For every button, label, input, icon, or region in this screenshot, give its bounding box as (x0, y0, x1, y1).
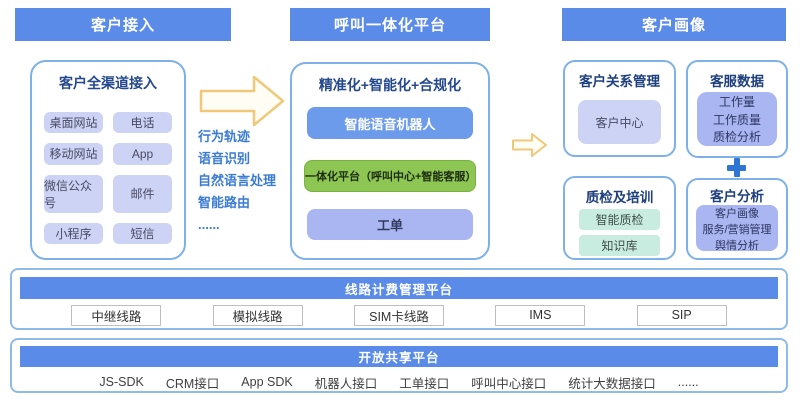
open-platform-title: 开放共享平台 (20, 346, 778, 367)
line-item-analog: 模拟线路 (212, 304, 303, 326)
line-item-ims: IMS (495, 304, 586, 326)
iface-callcenter-api: 呼叫中心接口 (471, 376, 547, 391)
channel-item-app: App (113, 143, 172, 165)
channel-item-mobile-web: 移动网站 (44, 143, 103, 165)
right-arrow-small-icon (512, 133, 547, 157)
platform-item-integrated-platform: 一体化平台（呼叫中心+智能客服） (304, 160, 476, 192)
customer-analysis-title: 客户分析 (710, 189, 764, 204)
service-data-item-qc-analysis: 质检分析 (712, 130, 761, 145)
service-data-block: 工作量 工作质量 质检分析 (697, 92, 777, 146)
channel-item-phone: 电话 (113, 112, 172, 134)
channel-item-email: 邮件 (113, 174, 172, 213)
iface-crm-api: CRM接口 (165, 376, 220, 391)
crm-item-customer-center: 客户中心 (578, 100, 661, 144)
note-behavior-track: 行为轨迹 (198, 129, 251, 144)
channel-item-sms: 短信 (113, 222, 172, 244)
header-call-platform: 呼叫一体化平台 (290, 8, 490, 41)
note-nlp: 自然语言处理 (198, 173, 277, 188)
analysis-item-sentiment: 舆情分析 (715, 240, 759, 252)
iface-bigdata-api: 统计大数据接口 (568, 376, 656, 391)
platform-title: 精准化+智能化+合规化 (318, 77, 462, 93)
channel-grid: 桌面网站 电话 移动网站 App 微信公众号 邮件 小程序 短信 (44, 112, 172, 244)
omni-channel-title: 客户全渠道接入 (59, 75, 157, 91)
omni-channel-panel: 客户全渠道接入 桌面网站 电话 移动网站 App 微信公众号 邮件 小程序 短信 (30, 60, 186, 260)
qa-training-title: 质检及培训 (585, 190, 654, 205)
iface-ellipsis: ...... (677, 375, 699, 389)
crm-panel: 客户关系管理 客户中心 (563, 60, 676, 157)
line-item-trunk: 中继线路 (71, 304, 162, 326)
platform-item-voice-robot: 智能语音机器人 (307, 107, 473, 139)
analysis-item-service-marketing: 服务/营销管理 (702, 224, 772, 236)
line-billing-bar: 线路计费管理平台 中继线路 模拟线路 SIM卡线路 IMS SIP (10, 268, 788, 330)
header-customer-profile: 客户画像 (562, 8, 786, 41)
note-smart-routing: 智能路由 (198, 195, 251, 210)
channel-item-wechat: 微信公众号 (44, 174, 103, 213)
plus-icon (727, 158, 746, 177)
qa-item-knowledge-base: 知识库 (579, 235, 660, 256)
iface-ticket-api: 工单接口 (399, 376, 450, 391)
note-ellipsis: ...... (198, 217, 220, 232)
call-platform-panel: 精准化+智能化+合规化 智能语音机器人 一体化平台（呼叫中心+智能客服） 工单 (290, 62, 490, 260)
iface-robot-api: 机器人接口 (314, 376, 378, 391)
platform-item-ticket: 工单 (307, 209, 473, 240)
interface-row: JS-SDK CRM接口 App SDK 机器人接口 工单接口 呼叫中心接口 统… (12, 372, 786, 392)
channel-item-miniprogram: 小程序 (44, 222, 103, 244)
service-data-title: 客服数据 (710, 74, 764, 89)
customer-analysis-block: 客户画像 服务/营销管理 舆情分析 (696, 205, 778, 252)
service-data-item-work-quality: 工作质量 (712, 112, 761, 127)
crm-title: 客户关系管理 (579, 74, 660, 89)
line-billing-title: 线路计费管理平台 (20, 277, 778, 299)
customer-analysis-panel: 客户分析 客户画像 服务/营销管理 舆情分析 (686, 178, 788, 260)
channel-item-desktop-web: 桌面网站 (44, 112, 103, 134)
service-data-panel: 客服数据 工作量 工作质量 质检分析 (686, 60, 788, 158)
open-platform-bar: 开放共享平台 JS-SDK CRM接口 App SDK 机器人接口 工单接口 呼… (10, 338, 788, 393)
note-speech-recognition: 语音识别 (198, 151, 251, 166)
analysis-item-customer-portrait: 客户画像 (715, 208, 759, 220)
service-data-item-workload: 工作量 (718, 94, 755, 109)
header-customer-access: 客户接入 (15, 8, 231, 41)
line-type-row: 中继线路 模拟线路 SIM卡线路 IMS SIP (20, 304, 778, 326)
capability-notes: 行为轨迹 语音识别 自然语言处理 智能路由 ...... (198, 126, 290, 236)
qa-item-smart-qc: 智能质检 (579, 209, 660, 230)
iface-app-sdk: App SDK (241, 375, 293, 389)
right-arrow-icon (199, 75, 285, 127)
line-item-sim: SIM卡线路 (353, 304, 444, 326)
qa-training-panel: 质检及培训 智能质检 知识库 (563, 176, 676, 260)
iface-js-sdk: JS-SDK (99, 375, 144, 389)
line-item-sip: SIP (636, 304, 727, 326)
